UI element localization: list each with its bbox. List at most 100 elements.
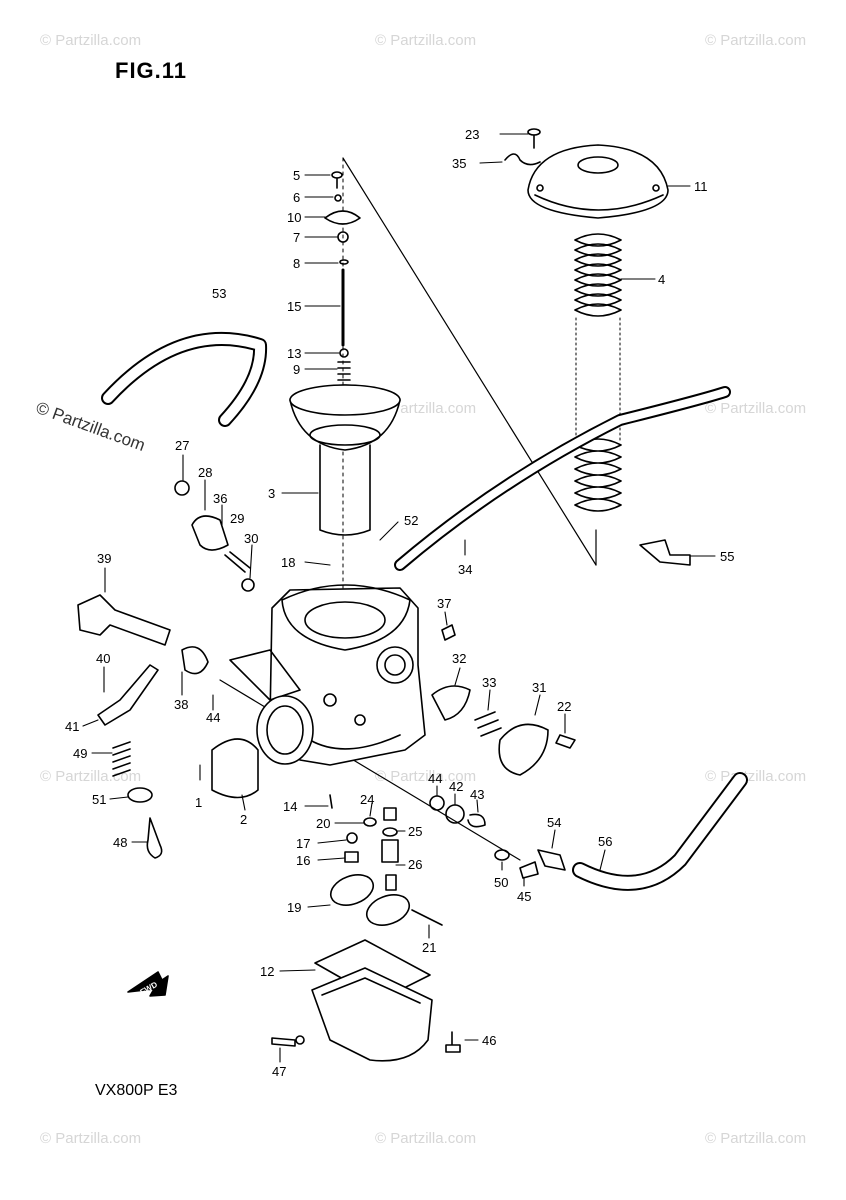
callout-48: 48 [113,835,127,850]
callout-9: 9 [293,362,300,377]
callout-49: 49 [73,746,87,761]
callout-36: 36 [213,491,227,506]
callout-50: 50 [494,875,508,890]
callout-43: 43 [470,787,484,802]
watermark: © Partzilla.com [705,1130,807,1147]
watermark: © Partzilla.com [375,32,477,49]
drain-hose [572,772,748,891]
callout-16: 16 [296,853,310,868]
callout-3: 3 [268,486,275,501]
callout-34: 34 [458,562,472,577]
hose-clamp [639,539,691,566]
watermark: © Partzilla.com [40,768,142,785]
pin [441,624,456,641]
callout-6: 6 [293,190,300,205]
drain-hose [574,774,746,889]
callout-10: 10 [287,210,301,225]
callout-27: 27 [175,438,189,453]
piston-diaphragm [289,384,401,536]
model-code: VX800P E3 [95,1082,178,1099]
watermark: © Partzilla.com [40,1130,142,1147]
callout-1: 1 [195,795,202,810]
callout-26: 26 [408,857,422,872]
callout-2: 2 [240,812,247,827]
callout-53: 53 [212,286,226,301]
clip [504,153,541,166]
callout-37: 37 [437,596,451,611]
callout-35: 35 [452,156,466,171]
callout-7: 7 [293,230,300,245]
callout-28: 28 [198,465,212,480]
watermark: © Partzilla.com [375,400,477,417]
callout-29: 29 [230,511,244,526]
idle-screw [112,741,163,859]
callout-40: 40 [96,651,110,666]
vent-hose [103,334,266,425]
float [329,874,411,926]
callout-13: 13 [287,346,301,361]
watermark: © Partzilla.com [705,32,807,49]
callout-30: 30 [244,531,258,546]
callout-12: 12 [260,964,274,979]
starter-plunger-parts [174,480,255,592]
accelerator-cover [498,723,549,776]
diaphragm-cover [431,685,471,721]
callout-labels: 23 35 11 5 6 10 7 8 4 53 15 13 9 27 28 3… [65,127,734,1079]
callout-38: 38 [174,697,188,712]
callout-17: 17 [296,836,310,851]
callout-56: 56 [598,834,612,849]
screw [527,128,541,149]
callout-15: 15 [287,299,301,314]
screw [445,1031,461,1053]
callout-22: 22 [557,699,571,714]
callout-24: 24 [360,792,374,807]
watermark: © Partzilla.com [375,768,477,785]
callout-41: 41 [65,719,79,734]
callout-8: 8 [293,256,300,271]
callout-23: 23 [465,127,479,142]
screw [555,734,576,749]
callout-19: 19 [287,900,301,915]
jets-and-washers [329,794,566,926]
callout-47: 47 [272,1064,286,1079]
callout-42: 42 [449,779,463,794]
figure-title: FIG.11 [115,58,188,83]
watermark: © Partzilla.com [40,32,142,49]
spring [574,233,622,512]
callout-54: 54 [547,815,561,830]
callout-51: 51 [92,792,106,807]
drain-screw [271,1037,296,1047]
callout-55: 55 [720,549,734,564]
watermark: © Partzilla.com [705,400,807,417]
spring [474,711,502,737]
callout-11: 11 [694,179,708,194]
throttle-bracket [97,664,159,726]
fuel-hose [394,386,731,571]
cover-plate [211,738,259,799]
leader-lines [82,133,716,1063]
front-arrow-icon: FWD [127,971,169,997]
callout-44-lower: 44 [428,771,442,786]
intake-flange [256,695,314,765]
callout-5: 5 [293,168,300,183]
assembly-line [342,157,597,566]
fuel-hose [396,388,729,569]
callout-4: 4 [658,272,665,287]
callout-32: 32 [452,651,466,666]
callout-39: 39 [97,551,111,566]
jet-needle-assembly [324,171,361,381]
callout-52: 52 [404,513,418,528]
callout-25: 25 [408,824,422,839]
callout-14: 14 [283,799,297,814]
callout-20: 20 [316,816,330,831]
top-cap [527,144,669,219]
float-bowl [295,967,433,1062]
callout-45: 45 [517,889,531,904]
callout-18: 18 [281,555,295,570]
callout-33: 33 [482,675,496,690]
watermark: © Partzilla.com [375,1130,477,1147]
callout-44: 44 [206,710,220,725]
callout-21: 21 [422,940,436,955]
lever-bracket [77,594,209,675]
